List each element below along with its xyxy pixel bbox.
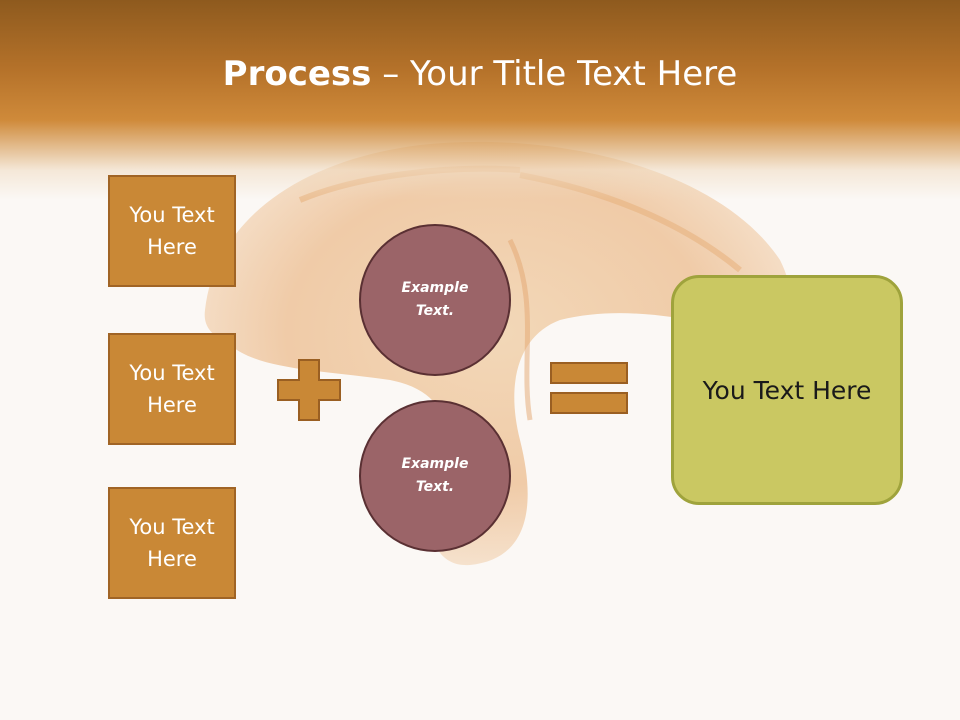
circle-text-line1: Example: [401, 280, 469, 296]
box-label-line2: Here: [147, 235, 197, 259]
box-label-line2: Here: [147, 393, 197, 417]
title-rest: Your Title Text Here: [410, 54, 738, 94]
box-label-line1: You Text: [129, 515, 215, 539]
circle-text-line2: Text.: [415, 479, 455, 495]
circle-text-line2: Text.: [415, 303, 455, 319]
result-label: You Text Here: [702, 375, 872, 405]
equals-icon: [550, 362, 628, 414]
header-band: [0, 0, 960, 200]
result-box: You Text Here: [671, 275, 903, 505]
title-dash: –: [371, 54, 411, 94]
title-bold: Process: [222, 54, 372, 94]
plus-icon: [277, 359, 341, 421]
box-label-line2: Here: [147, 547, 197, 571]
circle-text-line1: Example: [401, 456, 469, 472]
box-label-line1: You Text: [129, 361, 215, 385]
slide-title: Process – Your Title Text Here: [0, 52, 960, 96]
box-label-line1: You Text: [129, 203, 215, 227]
